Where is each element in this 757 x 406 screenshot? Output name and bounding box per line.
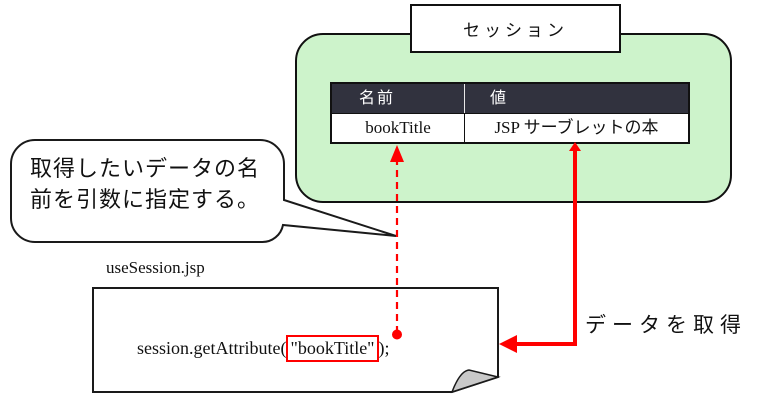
code-highlight-box: "bookTitle": [286, 335, 379, 362]
table-header-value: 値: [490, 90, 509, 107]
callout-text: 取得したいデータの名 前を引数に指定する。: [30, 153, 260, 215]
document-fold-corner: [450, 369, 501, 394]
table-cell-value: JSP サーブレットの本: [494, 118, 659, 137]
callout-bubble: [10, 139, 397, 244]
code-prefix: session.getAttribute(: [137, 338, 287, 358]
session-attribute-table: 名前 値 bookTitle JSP サーブレットの本: [330, 82, 690, 144]
code-suffix: );: [378, 338, 390, 358]
table-header-name: 名前: [332, 84, 465, 113]
jsp-file-label: useSession.jsp: [106, 258, 205, 277]
callout-line-2: 前を引数に指定する。: [30, 187, 261, 212]
table-cell-name: bookTitle: [332, 114, 465, 142]
table-header-row: 名前 値: [332, 84, 688, 113]
session-title-label: セッション: [463, 21, 568, 40]
session-title-box: セッション: [410, 4, 621, 53]
get-data-label: データを取得: [585, 313, 747, 337]
table-row: bookTitle JSP サーブレットの本: [332, 113, 688, 142]
callout-line-1: 取得したいデータの名: [30, 156, 261, 181]
code-line: session.getAttribute("bookTitle");: [137, 335, 390, 362]
